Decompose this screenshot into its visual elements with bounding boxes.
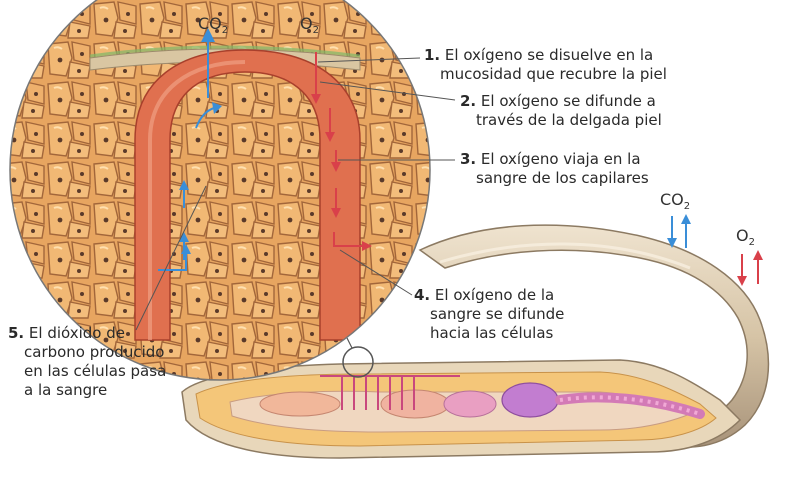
- co2-label-top: CO2: [198, 14, 229, 37]
- o2-label-tail: O2: [736, 226, 755, 249]
- co2-flow-arrows: [158, 28, 222, 271]
- o2-label-top: O2: [300, 14, 319, 37]
- leader-lines: [135, 57, 456, 331]
- outer-o2-arrows: [737, 250, 763, 286]
- step-2-label: 2. El oxígeno se difunde a través de la …: [460, 92, 662, 129]
- step-4-label: 4. El oxígeno de la sangre se difunde ha…: [414, 286, 565, 342]
- magnified-tissue: [9, 0, 431, 381]
- o2-flow-arrows: [311, 52, 372, 251]
- step-3-label: 3. El oxígeno viaja en la sangre de los …: [460, 150, 649, 187]
- step-1-label: 1. El oxígeno se disuelve en la mucosida…: [424, 46, 667, 83]
- step-5-label: 5. El dióxido de carbono producido en la…: [8, 324, 167, 399]
- co2-label-tail: CO2: [660, 190, 691, 213]
- earthworm-cutaway: [181, 359, 742, 459]
- outer-co2-arrows: [667, 214, 691, 248]
